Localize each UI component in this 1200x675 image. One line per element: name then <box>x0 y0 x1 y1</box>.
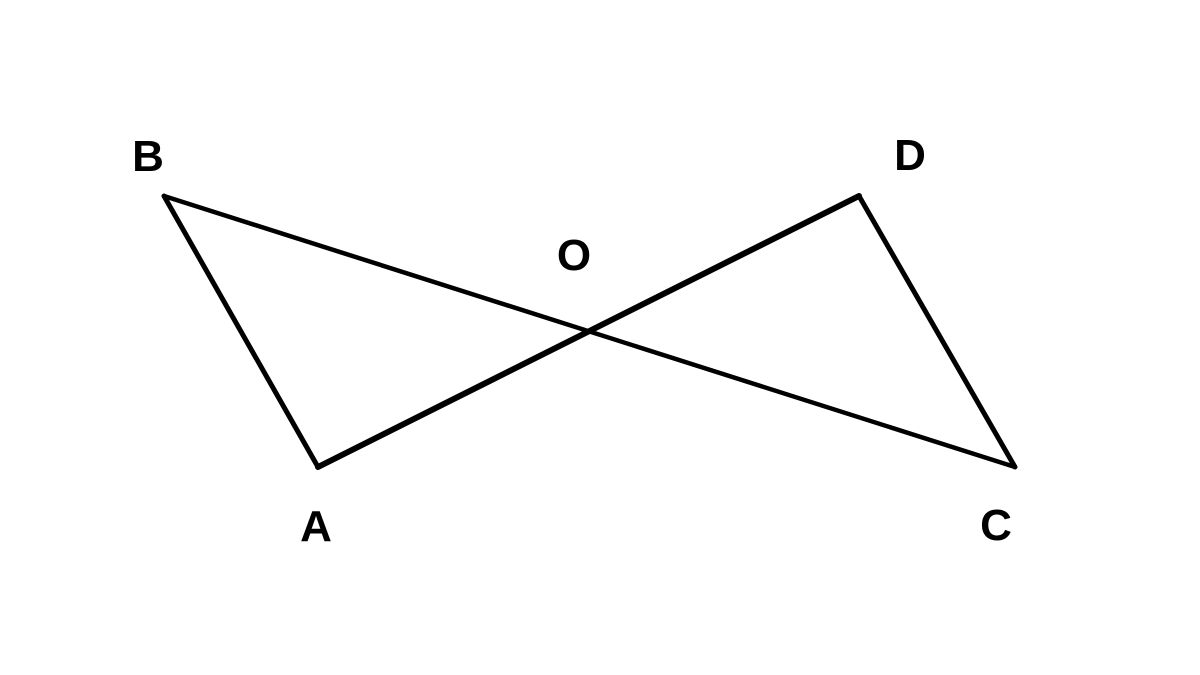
label-point-b: B <box>132 132 164 181</box>
label-point-a: A <box>300 502 332 551</box>
label-point-c: C <box>980 501 1012 550</box>
segment-cd <box>856 193 1018 470</box>
label-point-o: O <box>557 231 591 280</box>
segment-ab <box>161 193 321 470</box>
segment-da <box>315 193 862 470</box>
label-point-d: D <box>894 131 926 180</box>
